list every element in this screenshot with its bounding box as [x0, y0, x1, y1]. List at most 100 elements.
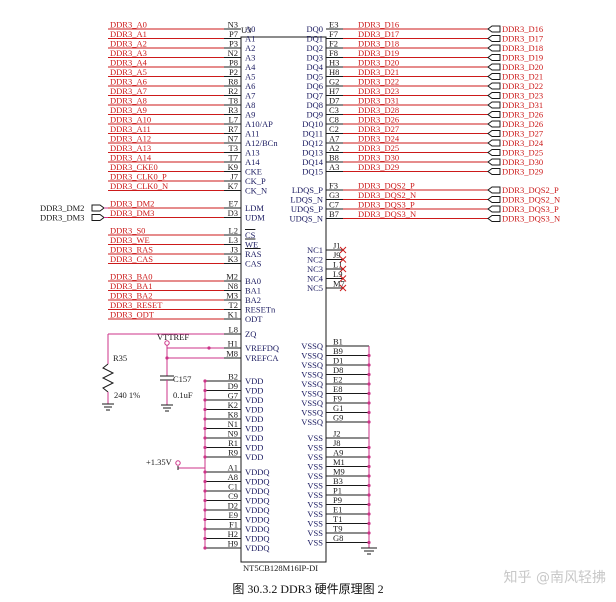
- pin-number: K3: [228, 254, 238, 264]
- port-arrow: [487, 205, 501, 213]
- net-label: DDR3_D22: [358, 77, 399, 87]
- pin-number: E9: [229, 510, 238, 520]
- pin-name: VSS: [307, 509, 323, 519]
- pin-name: CS: [245, 230, 256, 240]
- junction-dot: [165, 356, 169, 360]
- port-label: DDR3_D24: [502, 138, 544, 148]
- net-label: DDR3_D28: [358, 105, 399, 115]
- pin-number: T9: [333, 524, 342, 534]
- port-arrow: [487, 215, 501, 222]
- pin-number: H7: [329, 86, 339, 96]
- port-label: DDR3_D19: [502, 53, 543, 63]
- port-arrow: [487, 139, 501, 147]
- port-arrow: [487, 35, 501, 42]
- pin-name: DQ8: [306, 100, 323, 110]
- pin-name: A4: [245, 62, 256, 72]
- port-arrow: [487, 63, 501, 71]
- pin-name: UDQS_N: [289, 214, 323, 224]
- pin-name: VDD: [245, 395, 263, 405]
- net-label: DDR3_A9: [110, 105, 147, 115]
- pin-number: R9: [228, 448, 238, 458]
- junction-dot: [207, 346, 211, 350]
- pin-number: M3: [226, 291, 238, 301]
- port-arrow: [487, 111, 501, 118]
- port-label: DDR3_DQS3_N: [502, 214, 560, 224]
- port-arrow: [91, 214, 105, 221]
- pin-name: NC2: [307, 255, 323, 265]
- net-label: DDR3_D26: [358, 115, 399, 125]
- pin-number: T1: [333, 514, 342, 524]
- pin-number: L9: [333, 269, 342, 279]
- pin-number: M9: [333, 467, 345, 477]
- net-label: DDR3_WE: [110, 235, 150, 245]
- port-label: DDR3_DQS2_P: [502, 185, 559, 195]
- pin-number: C9: [228, 491, 238, 501]
- pin-number: T7: [229, 153, 238, 163]
- pin-name: VSS: [307, 528, 323, 538]
- pin-number: H2: [228, 529, 238, 539]
- pin-number: E3: [329, 20, 338, 30]
- pin-name: A14: [245, 157, 260, 167]
- resistor-r35: [101, 363, 115, 393]
- pin-number: A2: [329, 143, 339, 153]
- net-label: DDR3_D31: [358, 96, 399, 106]
- net-label: DDR3_DQS2_P: [358, 181, 415, 191]
- net-label: DDR3_CLK0_N: [110, 181, 168, 191]
- net-label: DDR3_BA2: [110, 291, 153, 301]
- pin-number: H1: [228, 339, 238, 349]
- pin-number: D2: [228, 501, 238, 511]
- pin-number: D1: [333, 356, 343, 366]
- pin-number: G2: [329, 77, 339, 87]
- pin-number: G7: [228, 391, 238, 401]
- pin-name: VSS: [307, 490, 323, 500]
- net-label: DDR3_DQS3_P: [358, 200, 415, 210]
- pin-number: N7: [228, 134, 238, 144]
- pin-number: L3: [229, 235, 238, 245]
- port-arrow: [487, 168, 501, 175]
- pin-name: VSSQ: [301, 389, 323, 399]
- pin-number: C8: [329, 115, 339, 125]
- pin-name: DQ14: [302, 157, 324, 167]
- pin-name: A12/BCn: [245, 138, 278, 148]
- supply-rail-label: +1.35V: [146, 457, 173, 467]
- net-label: DDR3_D20: [358, 58, 399, 68]
- net-label: DDR3_A4: [110, 58, 148, 68]
- pin-number: E7: [229, 199, 238, 209]
- pin-number: G8: [333, 533, 343, 543]
- port-arrow: [487, 186, 501, 194]
- pin-number: C3: [329, 105, 339, 115]
- no-connect-mark: [339, 265, 347, 273]
- net-label: DDR3_D24: [358, 134, 400, 144]
- pin-name: A5: [245, 72, 255, 82]
- pin-name: NC5: [307, 283, 323, 293]
- port-label: DDR3_D25: [502, 148, 543, 158]
- pin-name: RESETn: [245, 305, 276, 315]
- pin-number: B3: [333, 476, 343, 486]
- pin-number: F7: [329, 29, 338, 39]
- pin-name: BA0: [245, 276, 261, 286]
- no-connect-mark: [339, 246, 347, 254]
- net-label: DDR3_A2: [110, 39, 147, 49]
- pin-number: B2: [228, 372, 238, 382]
- pin-name: RAS: [245, 249, 262, 259]
- net-label: DDR3_D16: [358, 20, 399, 30]
- pin-name: NC1: [307, 245, 323, 255]
- pin-number: K2: [228, 400, 238, 410]
- pin-name: VSS: [307, 443, 323, 453]
- pin-number: A9: [333, 448, 343, 458]
